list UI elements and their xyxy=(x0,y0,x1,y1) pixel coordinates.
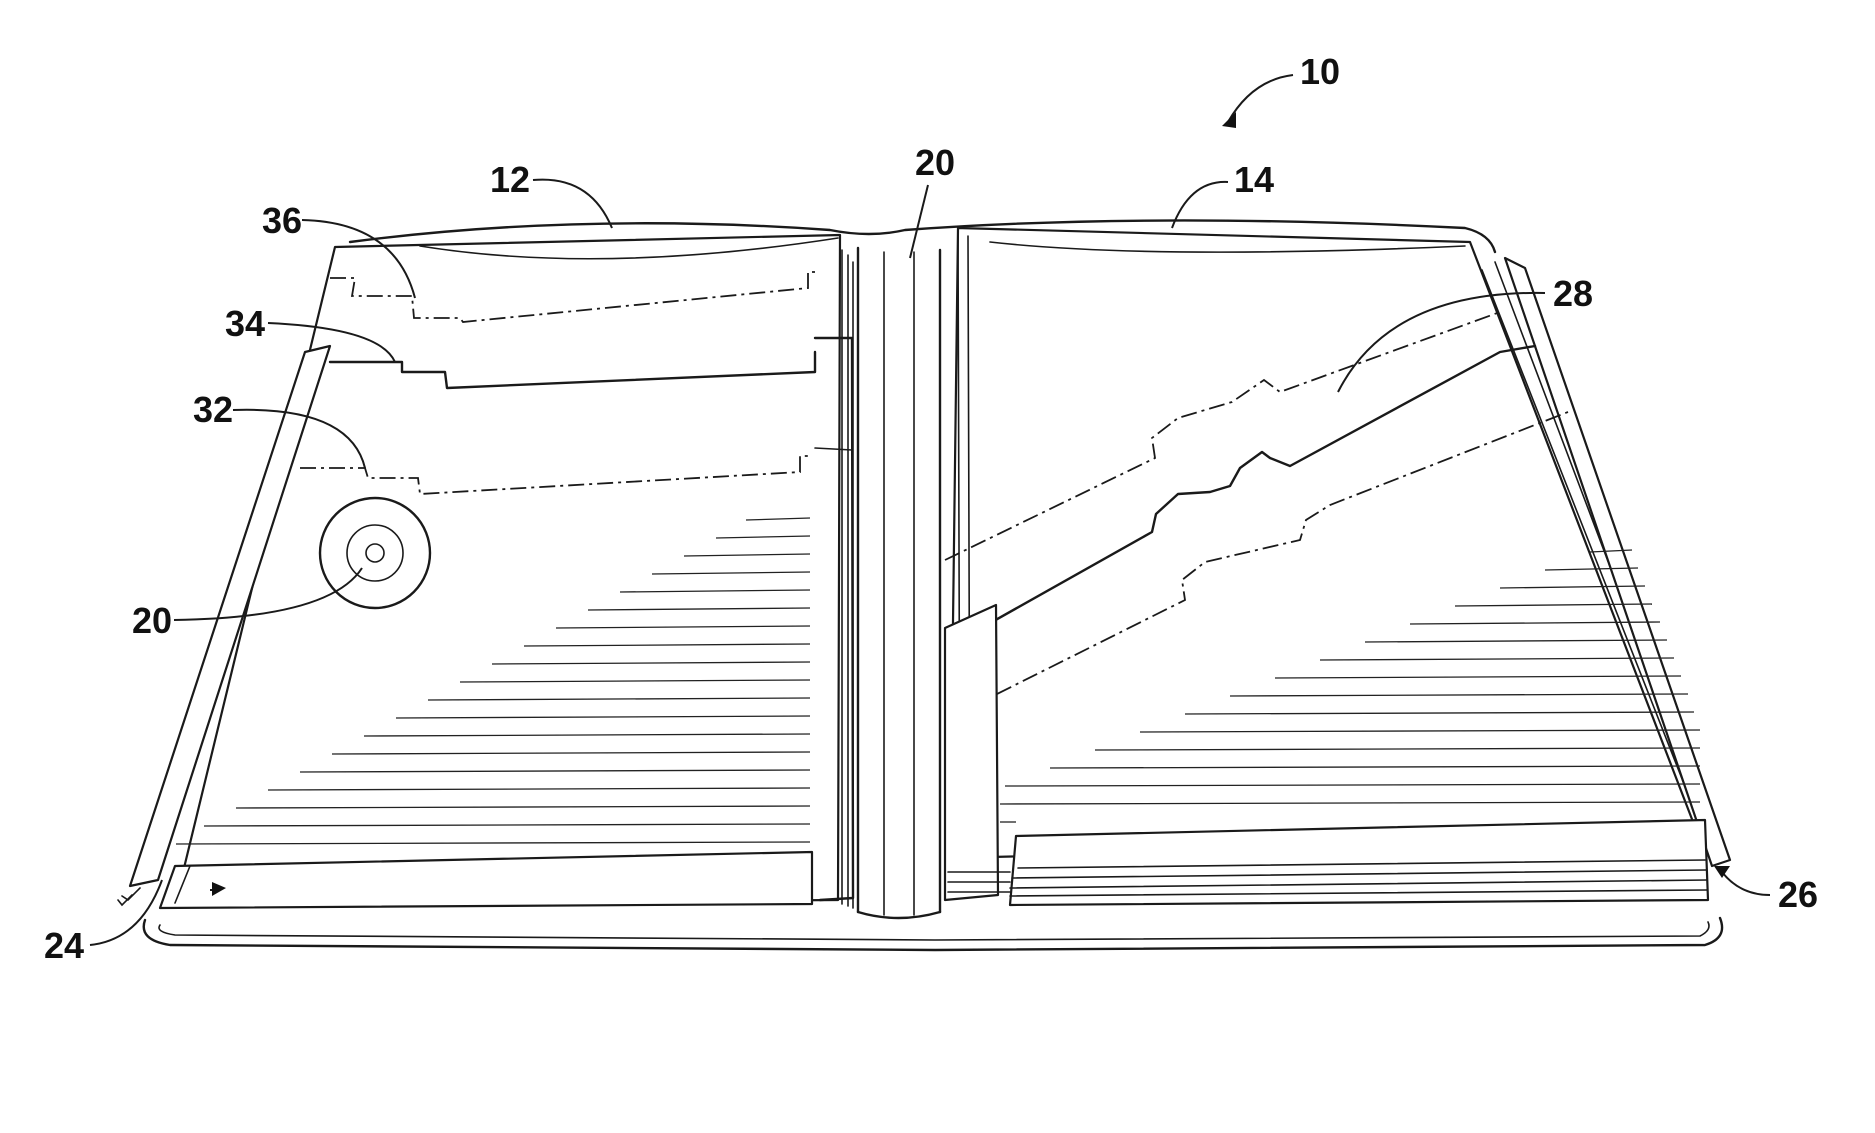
spine xyxy=(858,248,940,918)
label-grommet: 20 xyxy=(132,600,172,641)
label-right-divider: 28 xyxy=(1553,273,1593,314)
label-right-pocket: 26 xyxy=(1778,874,1818,915)
label-left-pocket: 24 xyxy=(44,925,84,966)
label-right-cover: 14 xyxy=(1234,159,1274,200)
label-spine: 20 xyxy=(915,142,955,183)
label-assembly: 10 xyxy=(1300,51,1340,92)
right-panel xyxy=(945,228,1730,905)
label-divider-front: 32 xyxy=(193,389,233,430)
label-divider-back: 36 xyxy=(262,200,302,241)
label-left-cover: 12 xyxy=(490,159,530,200)
label-divider-middle: 34 xyxy=(225,303,265,344)
